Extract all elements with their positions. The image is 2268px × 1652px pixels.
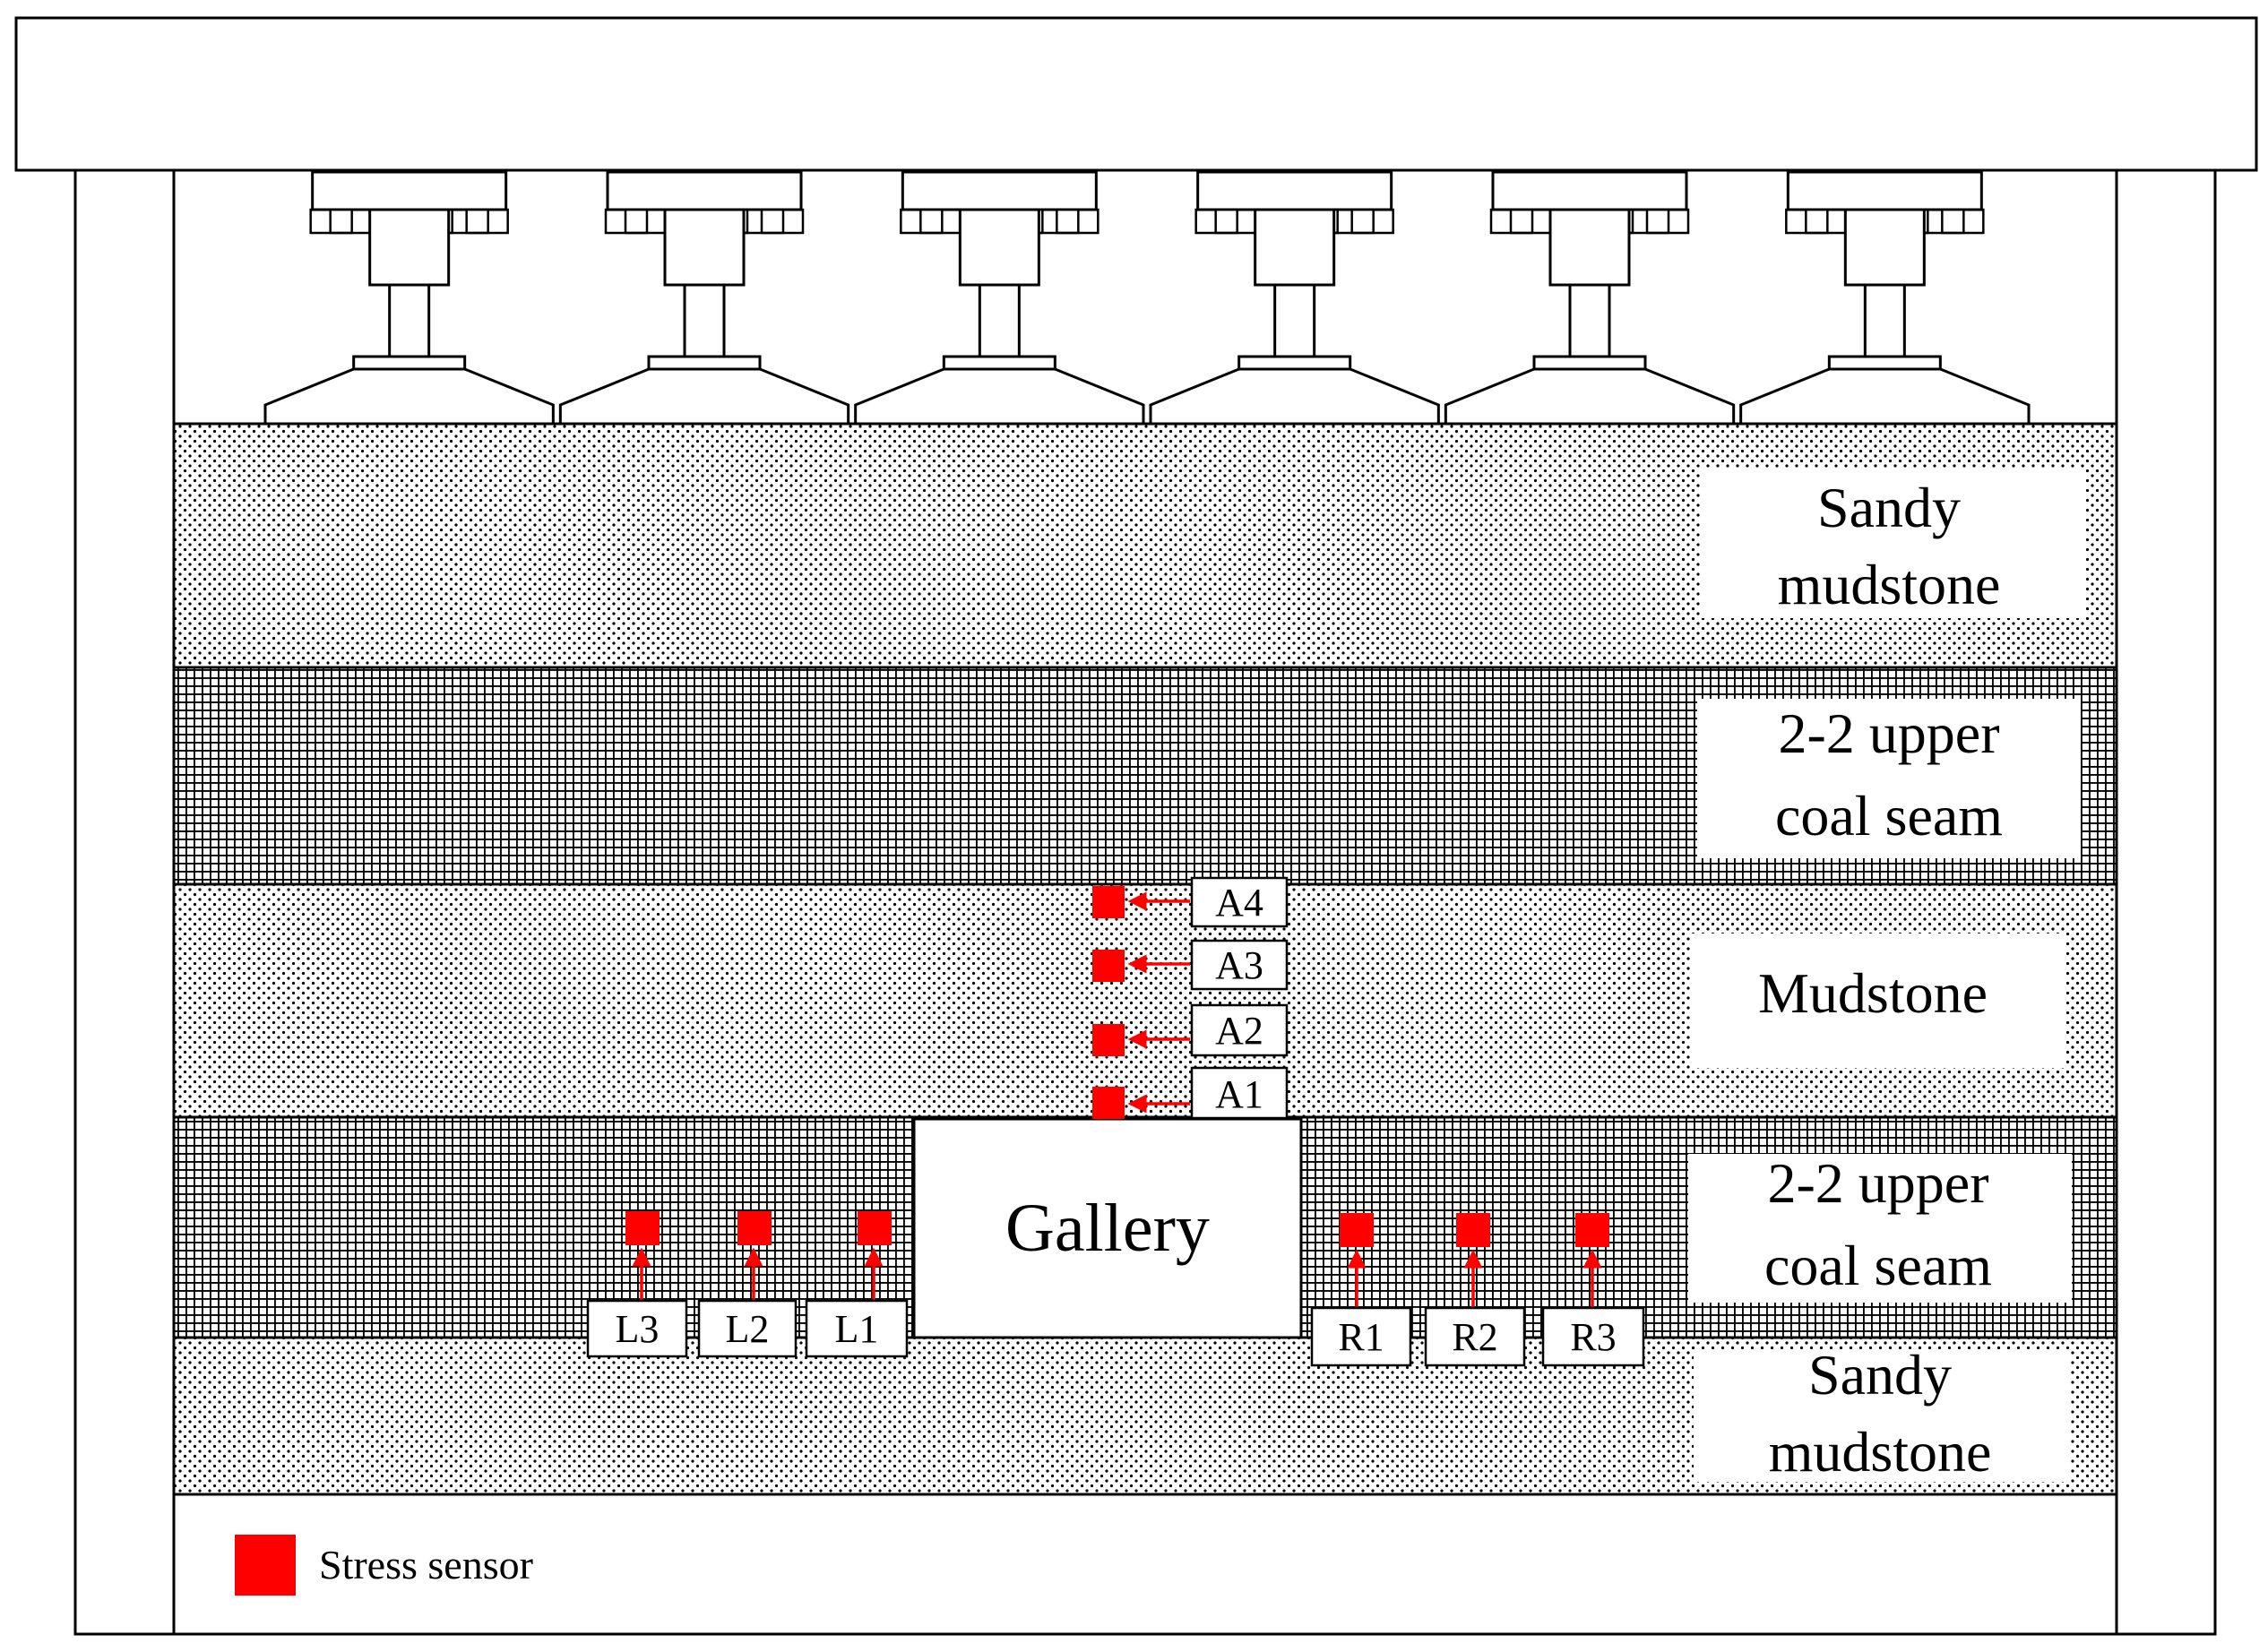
label-panel-sandy-mudstone-bottom <box>1694 1349 2070 1482</box>
legend: Stress sensor <box>235 1535 533 1596</box>
sensor-label-box-r2 <box>1424 1306 1526 1367</box>
stress-sensor-a1 <box>1092 1087 1125 1119</box>
layer-label-sandy-mudstone-top-line2: mudstone <box>1778 553 2001 616</box>
sensor-label-a4: A4 <box>1215 881 1263 925</box>
stress-sensor-a4 <box>1092 886 1125 918</box>
stress-sensor-l1 <box>858 1211 892 1245</box>
stress-sensor-a3 <box>1092 950 1125 982</box>
sensor-label-a3: A3 <box>1215 943 1263 987</box>
sensor-label-box-a1 <box>1190 1066 1289 1120</box>
layer-label-coal-seam-upper-line1: 2-2 upper <box>1778 701 1999 765</box>
gallery-label: Gallery <box>1005 1191 1210 1266</box>
layer-label-mudstone: Mudstone <box>1758 961 1988 1025</box>
sensor-label-box-l3 <box>586 1299 688 1358</box>
sensor-label-r2: R2 <box>1452 1315 1497 1359</box>
stress-sensor-l3 <box>625 1211 660 1245</box>
stress-sensor-r2 <box>1456 1213 1490 1247</box>
label-panel-mudstone <box>1692 934 2066 1068</box>
hydraulic-jack-icon <box>1739 170 2031 426</box>
sensor-label-box-a4 <box>1190 876 1289 928</box>
label-panel-sandy-mudstone-top <box>1701 468 2086 618</box>
layer-label-coal-seam-lower-line1: 2-2 upper <box>1767 1151 1988 1215</box>
sensor-label-l2: L2 <box>726 1307 770 1351</box>
gallery-opening <box>912 1117 1303 1339</box>
sensor-label-a2: A2 <box>1215 1009 1263 1053</box>
right-column <box>2115 168 2217 1636</box>
stress-sensor-a2 <box>1092 1024 1125 1056</box>
legend-sensor-icon <box>235 1535 296 1596</box>
sensor-label-box-l1 <box>805 1299 909 1358</box>
sensor-label-box-a2 <box>1190 1003 1289 1057</box>
loading-frame <box>14 16 2258 1636</box>
sensor-label-l1: L1 <box>835 1307 879 1351</box>
layer-label-sandy-mudstone-bottom-line1: Sandy <box>1808 1343 1952 1407</box>
hydraulic-jack-icon <box>1149 170 1440 426</box>
loading-jacks <box>263 170 2031 426</box>
hydraulic-jack-icon <box>558 170 850 426</box>
sensor-label-box-l2 <box>697 1299 798 1358</box>
layer-label-coal-seam-upper-line2: coal seam <box>1775 784 2003 848</box>
sensor-label-r3: R3 <box>1570 1315 1616 1359</box>
sensor-label-r1: R1 <box>1338 1315 1384 1359</box>
label-panel-coal-seam-lower <box>1688 1154 2072 1303</box>
sensor-label-l3: L3 <box>616 1307 660 1351</box>
layer-label-coal-seam-lower-line2: coal seam <box>1764 1234 1992 1297</box>
sensor-label-a1: A1 <box>1215 1072 1263 1116</box>
label-panel-coal-seam-upper <box>1697 699 2081 858</box>
hydraulic-jack-icon <box>854 170 1145 426</box>
sensor-label-box-r1 <box>1310 1306 1412 1367</box>
sensor-label-box-a3 <box>1190 939 1289 991</box>
left-rib-sensors: L3 L2 L1 <box>586 1211 909 1358</box>
hydraulic-jack-icon <box>263 170 555 426</box>
hydraulic-jack-icon <box>1444 170 1736 426</box>
stress-sensor-r1 <box>1340 1213 1374 1247</box>
left-column <box>73 168 176 1636</box>
roof-sensors: A4 A3 A2 A1 <box>1092 876 1289 1120</box>
stress-sensor-l2 <box>737 1211 772 1245</box>
base-beam <box>172 1493 2118 1636</box>
layer-label-sandy-mudstone-bottom-line2: mudstone <box>1769 1420 1992 1484</box>
layer-labels: Sandy mudstone 2-2 upper coal seam Mudst… <box>1688 468 2086 1484</box>
legend-label: Stress sensor <box>319 1542 533 1587</box>
gallery: Gallery <box>912 1117 1303 1339</box>
top-beam <box>14 16 2258 172</box>
sensor-label-box-r3 <box>1541 1306 1645 1367</box>
right-rib-sensors: R1 R2 R3 <box>1310 1213 1645 1367</box>
stress-sensor-r3 <box>1575 1213 1609 1247</box>
layer-label-sandy-mudstone-top-line1: Sandy <box>1817 476 1961 539</box>
